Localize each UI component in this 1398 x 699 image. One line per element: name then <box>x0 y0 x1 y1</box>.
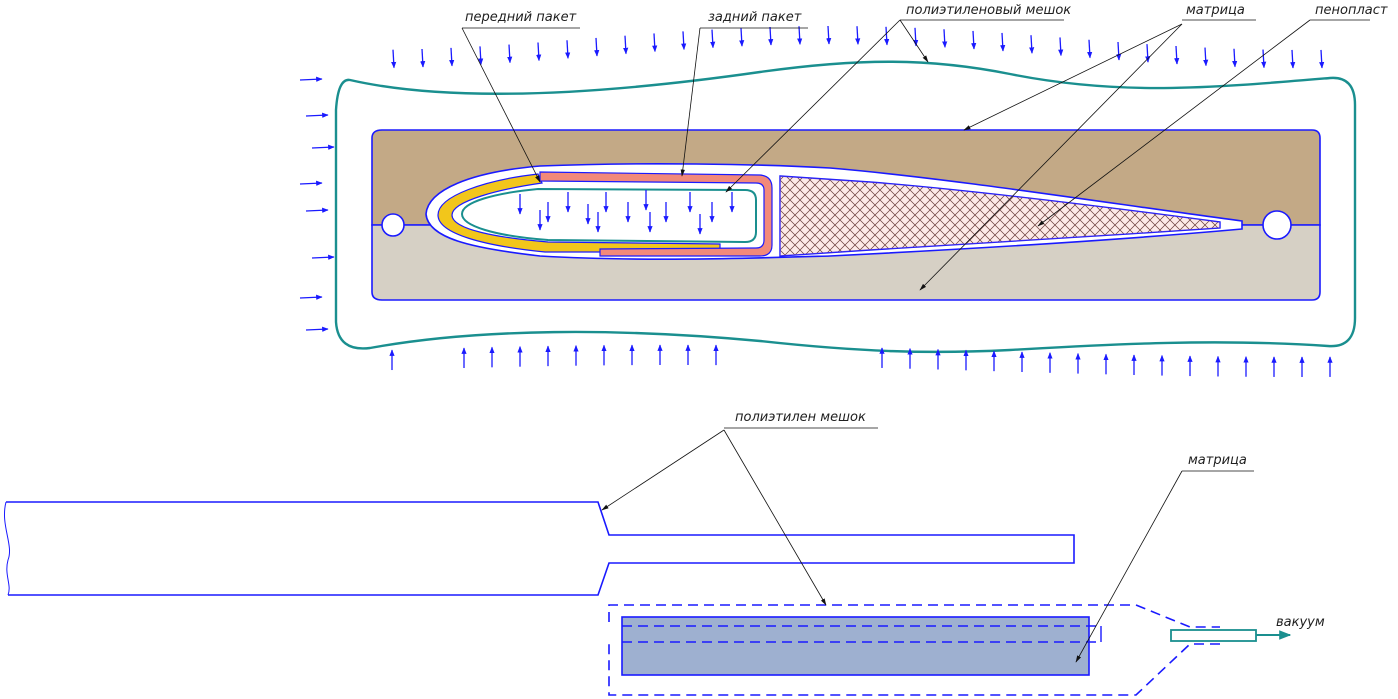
pressure-arrow <box>942 29 948 48</box>
pressure-arrow <box>797 26 803 45</box>
pressure-arrow <box>1290 49 1296 69</box>
pressure-arrow <box>710 29 716 49</box>
pressure-arrow <box>1319 49 1325 69</box>
label-front-pack: передний пакет <box>465 10 577 25</box>
pressure-arrow <box>1203 47 1209 67</box>
longitudinal-view <box>4 501 1292 696</box>
label-matrix-bottom: матрица <box>1188 453 1247 468</box>
rear-pack <box>539 171 773 257</box>
pressure-arrow <box>1261 49 1267 69</box>
pressure-arrow <box>1058 37 1064 57</box>
pressure-arrow <box>594 37 600 57</box>
vacuum-port <box>1170 629 1257 642</box>
label-rear-pack: задний пакет <box>708 10 802 25</box>
pressure-arrow <box>884 26 890 46</box>
label-vacuum: вакуум <box>1276 615 1325 630</box>
pressure-arrow <box>1116 41 1122 61</box>
pressure-arrow <box>1087 39 1093 59</box>
bottom-bag-dashed <box>608 604 1220 696</box>
pressure-arrow <box>652 33 658 53</box>
break-line <box>4 501 10 596</box>
pressure-arrow <box>420 48 426 68</box>
pressure-arrow <box>305 207 329 213</box>
vacuum-bag-outline <box>334 60 1357 354</box>
pressure-arrow <box>507 44 513 64</box>
pressure-arrow <box>1232 48 1238 68</box>
pressure-arrow <box>565 40 571 59</box>
pressure-arrow <box>391 49 397 69</box>
pressure-arrow <box>768 26 774 46</box>
pressure-arrow <box>305 326 329 332</box>
cross-section-view <box>299 25 1357 377</box>
pressure-arrow <box>913 27 919 47</box>
pressure-arrow <box>299 180 323 186</box>
pressure-arrow <box>739 28 745 47</box>
pressure-arrow <box>311 254 335 260</box>
pressure-arrow <box>1174 45 1180 65</box>
label-matrix-top: матрица <box>1186 3 1245 18</box>
pressure-arrow <box>681 31 687 51</box>
pressure-arrow <box>311 144 335 150</box>
leaders-bottom <box>601 427 1254 663</box>
foam-core <box>779 175 1221 257</box>
label-foam: пенопласт <box>1315 3 1388 18</box>
label-poly-bag: полиэтиленовый мешок <box>906 3 1071 18</box>
locating-pin-right <box>1262 210 1292 240</box>
pressure-arrow <box>971 30 977 50</box>
foam-core-tint <box>780 176 1220 256</box>
pressure-arrow <box>299 76 323 82</box>
pressure-arrow <box>449 47 455 67</box>
pressure-arrows <box>299 25 1333 377</box>
leaders-top <box>461 19 1370 291</box>
part-outline <box>6 501 1075 596</box>
pressure-arrow <box>299 294 323 300</box>
label-poly-bag-bottom: полиэтилен мешок <box>735 410 866 425</box>
inner-bag <box>460 187 757 244</box>
pressure-arrow <box>536 42 542 62</box>
pressure-arrow <box>855 26 861 45</box>
pressure-arrow <box>478 46 484 66</box>
locating-pin-left <box>381 213 405 237</box>
pressure-arrow <box>1029 35 1035 54</box>
pressure-arrow <box>623 35 629 55</box>
pressure-arrow <box>826 25 832 45</box>
pressure-arrow <box>1000 32 1006 52</box>
pressure-arrow <box>305 112 329 118</box>
